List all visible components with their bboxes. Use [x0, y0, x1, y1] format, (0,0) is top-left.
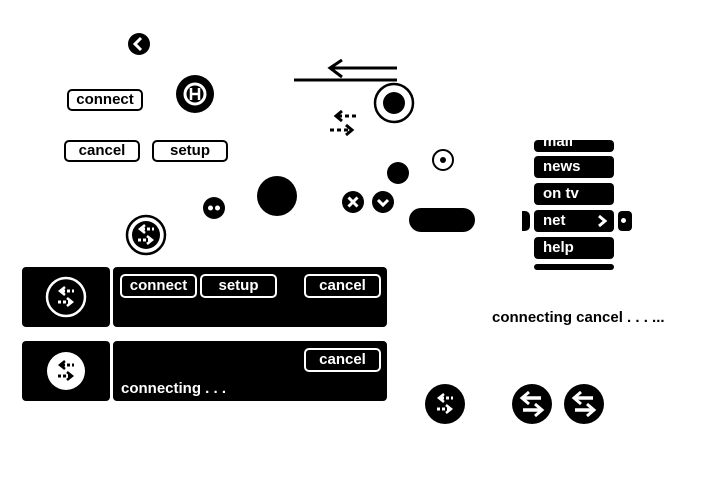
back-icon[interactable] — [127, 32, 151, 56]
progress-pill — [409, 208, 475, 232]
menu-item-net[interactable]: net — [534, 210, 614, 232]
transfer-icon[interactable] — [125, 214, 167, 256]
menu-item-more[interactable] — [534, 264, 614, 270]
menu-item-help[interactable]: help — [534, 237, 614, 259]
chevron-right-icon — [598, 214, 608, 228]
menu-item-on-tv[interactable]: on tv — [534, 183, 614, 205]
transfer-icon[interactable] — [563, 383, 605, 425]
chevron-down-icon[interactable] — [371, 190, 395, 214]
panel-connect-button[interactable]: connect — [120, 274, 197, 298]
eyes-icon — [203, 197, 225, 219]
menu-item-news[interactable]: news — [534, 156, 614, 178]
cancel-button[interactable]: cancel — [64, 140, 140, 162]
close-icon[interactable] — [341, 190, 365, 214]
transfer-icon[interactable] — [511, 383, 553, 425]
status-text: connecting cancel . . . ... — [492, 309, 665, 326]
target-icon[interactable] — [431, 148, 455, 172]
large-circle-icon — [257, 176, 297, 216]
transfer-icon[interactable] — [424, 383, 466, 425]
menu-item-mail[interactable]: mail — [534, 140, 614, 152]
connect-button[interactable]: connect — [67, 89, 143, 111]
setup-button[interactable]: setup — [152, 140, 228, 162]
home-icon[interactable] — [175, 74, 215, 114]
panel-cancel-button[interactable]: cancel — [304, 274, 381, 298]
long-arrow-icon — [294, 58, 397, 82]
menu-item-label: net — [543, 212, 566, 229]
connecting-status: connecting . . . — [121, 380, 227, 397]
dot-icon — [387, 162, 409, 184]
panel-setup-button[interactable]: setup — [200, 274, 277, 298]
transfer-icon[interactable] — [45, 350, 87, 392]
selection-marker-left — [522, 211, 530, 231]
transfer-dashed-icon — [330, 109, 356, 137]
transfer-icon[interactable] — [45, 276, 87, 318]
panel-cancel-button[interactable]: cancel — [304, 348, 381, 372]
selection-marker-right — [618, 211, 632, 231]
record-icon[interactable] — [373, 82, 415, 124]
